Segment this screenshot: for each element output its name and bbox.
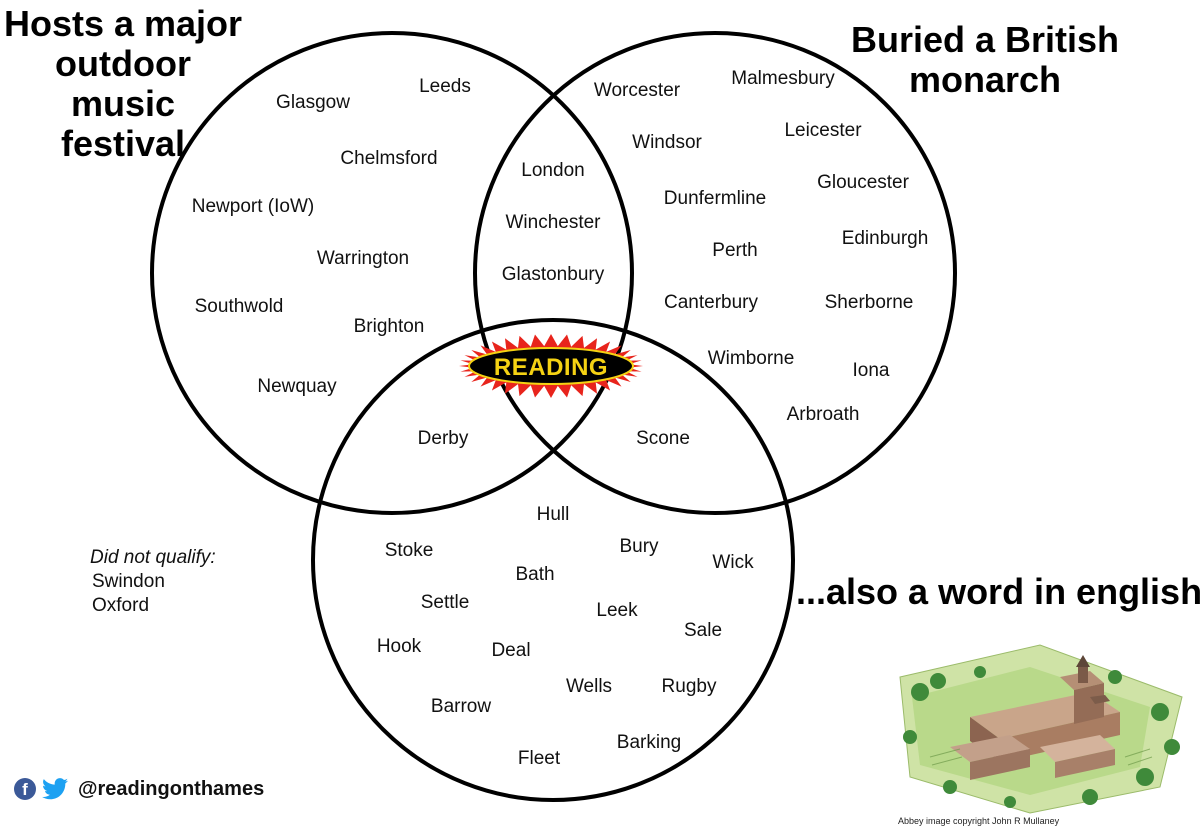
city-label: Warrington bbox=[316, 248, 410, 269]
city-label: Barrow bbox=[430, 696, 492, 717]
city-label: Newport (IoW) bbox=[191, 196, 315, 217]
abbey-illustration bbox=[899, 644, 1183, 814]
title-line: Buried a British bbox=[850, 19, 1120, 60]
city-label: Dunfermline bbox=[663, 188, 767, 209]
city-label: Hull bbox=[536, 504, 570, 525]
word-circle bbox=[311, 318, 795, 802]
city-label: Fleet bbox=[517, 748, 561, 769]
city-label: Wimborne bbox=[707, 348, 795, 369]
city-label: Scone bbox=[636, 428, 690, 449]
badge-label: READING bbox=[494, 354, 608, 381]
did-not-qualify-item: Oxford bbox=[92, 595, 150, 616]
city-label: Settle bbox=[420, 592, 470, 613]
city-label: Malmesbury bbox=[731, 68, 835, 89]
city-label: Brighton bbox=[353, 316, 425, 337]
city-label: Derby bbox=[417, 428, 469, 449]
festival-circle bbox=[150, 31, 634, 515]
title-line: Hosts a major bbox=[3, 3, 243, 44]
city-label: London bbox=[521, 160, 585, 181]
city-label: Glastonbury bbox=[501, 264, 605, 285]
city-label: Bath bbox=[515, 564, 555, 585]
city-label: Windsor bbox=[632, 132, 702, 153]
city-label: Leek bbox=[596, 600, 638, 621]
city-label: Bury bbox=[619, 536, 659, 557]
city-label: Hook bbox=[376, 636, 422, 657]
word-circle-title: ...also a word in english bbox=[796, 571, 1200, 612]
image-credit: Abbey image copyright John R Mullaney bbox=[898, 816, 1060, 826]
city-label: Gloucester bbox=[817, 172, 909, 193]
city-label: Barking bbox=[616, 732, 682, 753]
twitter-handle[interactable]: @readingonthames bbox=[78, 777, 265, 800]
festival-circle-title: Hosts a major outdoor music festival bbox=[0, 4, 246, 164]
city-label: Perth bbox=[712, 240, 758, 261]
did-not-qualify-item: Swindon bbox=[92, 571, 165, 592]
city-label: Arbroath bbox=[786, 404, 860, 425]
title-line: outdoor music bbox=[55, 43, 191, 124]
title-line: festival bbox=[60, 123, 186, 164]
city-label: Southwold bbox=[194, 296, 284, 317]
did-not-qualify: Did not qualify: Swindon Oxford bbox=[90, 546, 216, 618]
city-label: Leeds bbox=[419, 76, 471, 97]
city-label: Glasgow bbox=[276, 92, 350, 113]
reading-badge: READING bbox=[459, 334, 643, 398]
city-label: Deal bbox=[491, 640, 531, 661]
city-label: Newquay bbox=[257, 376, 337, 397]
city-label: Iona bbox=[852, 360, 890, 381]
social-handle: f @readingonthames bbox=[14, 775, 264, 803]
city-label: Chelmsford bbox=[340, 148, 438, 169]
badge-oval bbox=[468, 347, 634, 385]
city-label: Stoke bbox=[384, 540, 434, 561]
city-label: Sherborne bbox=[824, 292, 914, 313]
monarch-circle bbox=[473, 31, 957, 515]
twitter-icon bbox=[42, 778, 68, 800]
city-label: Sale bbox=[683, 620, 723, 641]
city-label: Wells bbox=[565, 676, 613, 697]
city-label: Worcester bbox=[593, 80, 681, 101]
city-label: Edinburgh bbox=[841, 228, 929, 249]
city-label: Wick bbox=[712, 552, 754, 573]
city-label: Winchester bbox=[505, 212, 601, 233]
did-not-qualify-title: Did not qualify: bbox=[90, 547, 216, 568]
city-label: Leicester bbox=[784, 120, 862, 141]
monarch-circle-title: Buried a British monarch bbox=[850, 20, 1120, 100]
title-line: monarch bbox=[908, 59, 1062, 100]
city-label: Rugby bbox=[661, 676, 717, 697]
facebook-icon: f bbox=[14, 778, 36, 800]
city-label: Canterbury bbox=[664, 292, 758, 313]
